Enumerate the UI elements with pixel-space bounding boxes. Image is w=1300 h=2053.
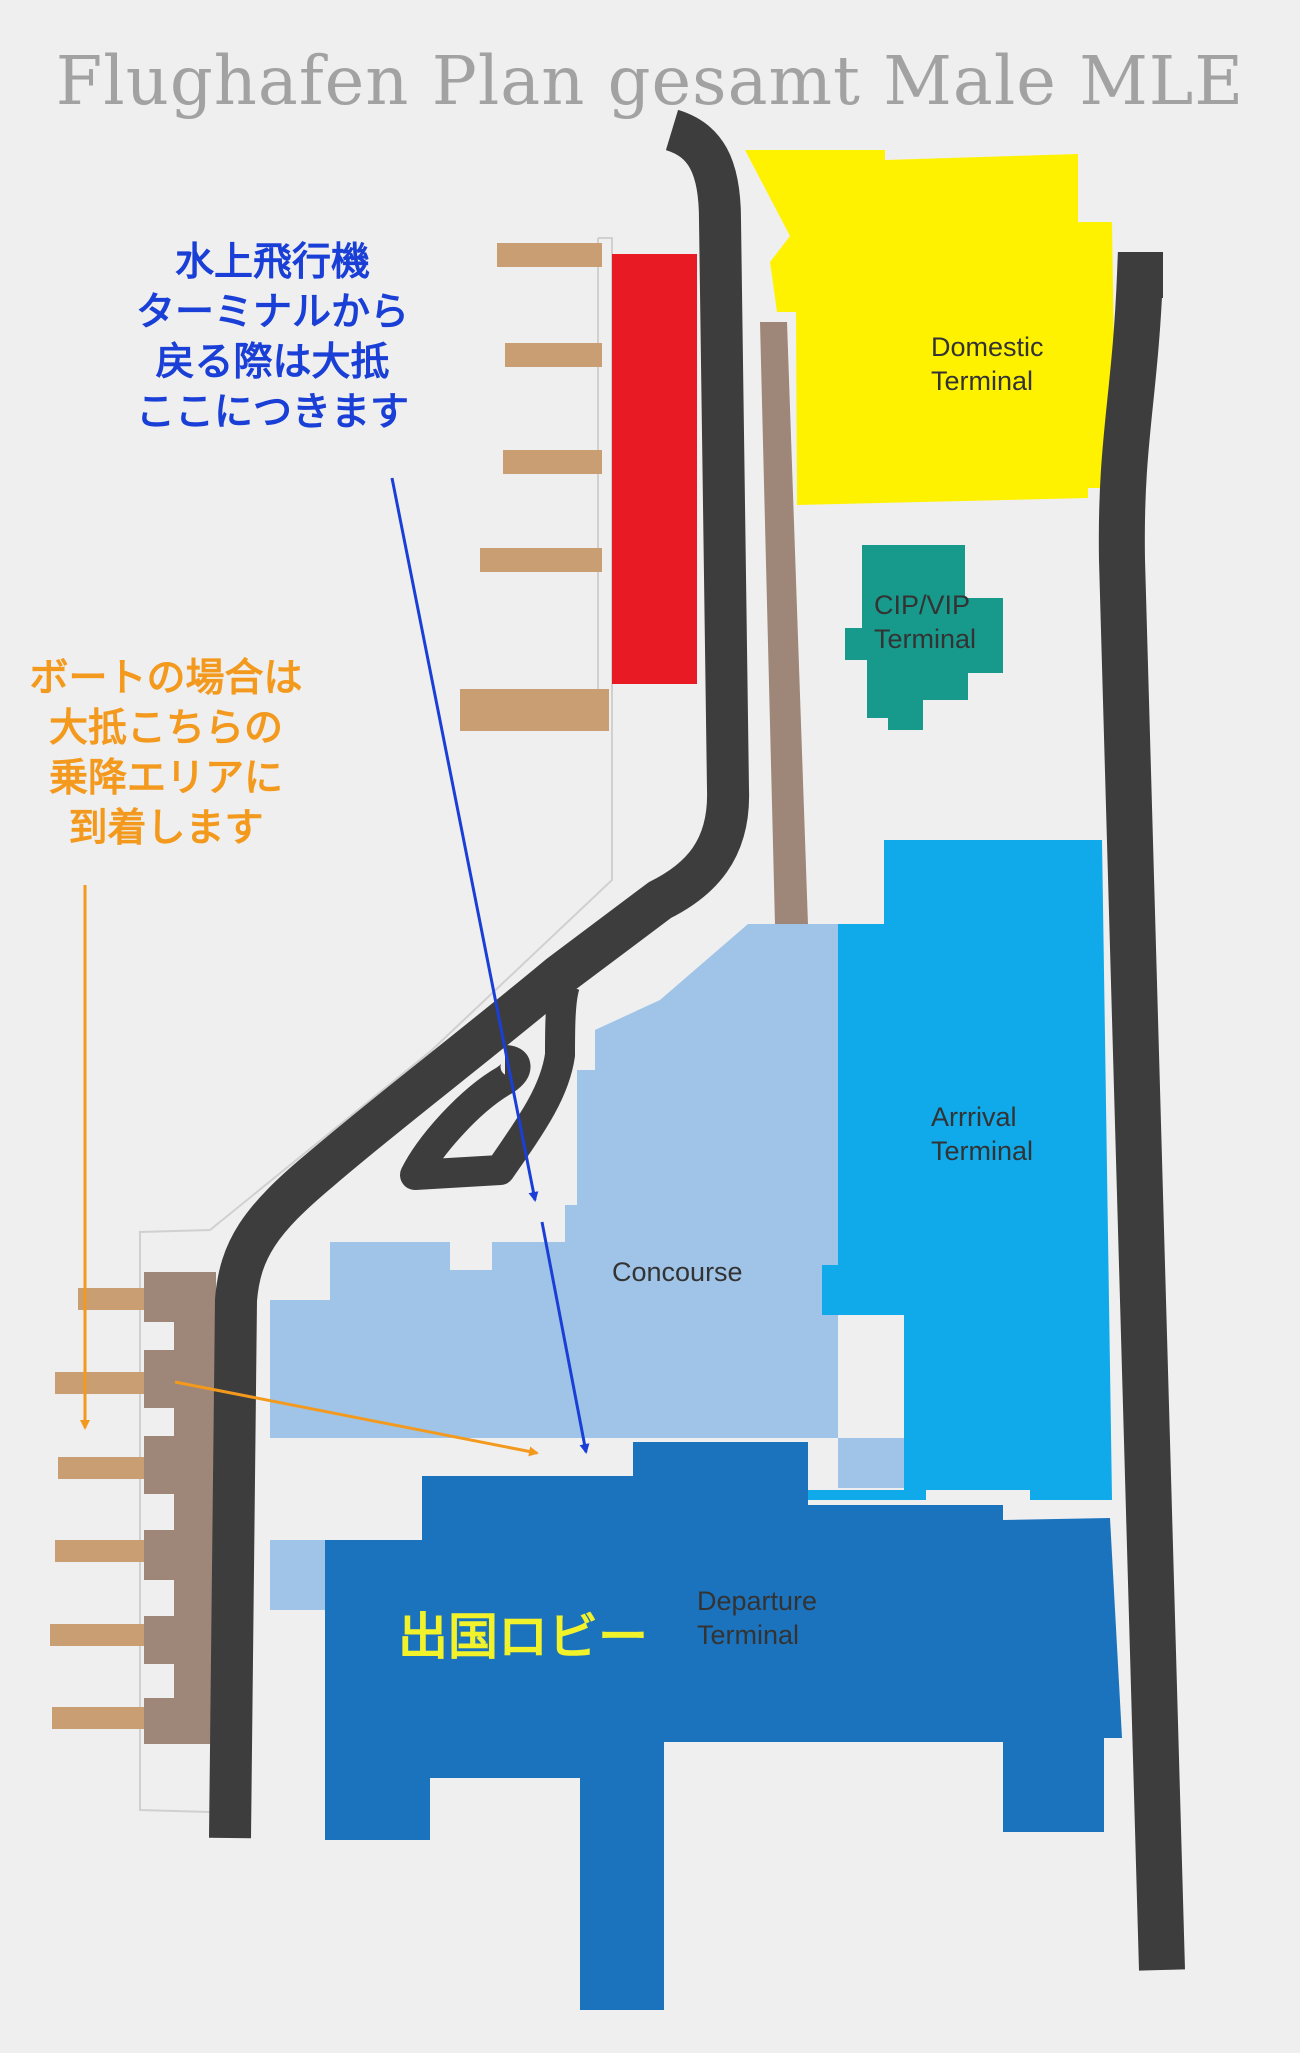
seaplane-note: 水上飛行機 ターミナルから 戻る際は大抵 ここにつきます [135, 240, 409, 435]
boat-jetties [50, 1288, 144, 1729]
seaplane-arrow [390, 477, 539, 1202]
road-loop [400, 980, 580, 1190]
concourse-label: Concourse [612, 1257, 743, 1287]
cip-vip-terminal-label: CIP/VIP Terminal [874, 590, 977, 654]
departure-lobby-label: 出国ロビー [398, 1608, 648, 1666]
boat-arrow-right [174, 1380, 539, 1457]
departure-terminal [325, 1442, 1122, 2010]
boat-note: ボートの場合は 大抵こちらの 乗降エリアに 到着します [29, 656, 303, 851]
departure-terminal-label: Departure Terminal [697, 1586, 818, 1650]
north-jetties [460, 243, 609, 731]
right-road [1098, 252, 1185, 1971]
main-road [209, 109, 750, 1839]
domestic-terminal-label: Domestic Terminal [931, 332, 1044, 396]
walkway-north [760, 322, 808, 925]
seaplane-arrow-lower [540, 1221, 590, 1454]
map-title: Flughafen Plan gesamt Male MLE [55, 42, 1245, 120]
arrival-terminal-label: Arrrival Terminal [931, 1102, 1034, 1166]
red-building [612, 254, 697, 684]
cip-vip-terminal [845, 545, 1003, 730]
domestic-terminal [745, 150, 1116, 505]
arrival-terminal [808, 840, 1112, 1500]
boat-landing [144, 1272, 216, 1744]
concourse [270, 924, 904, 1610]
